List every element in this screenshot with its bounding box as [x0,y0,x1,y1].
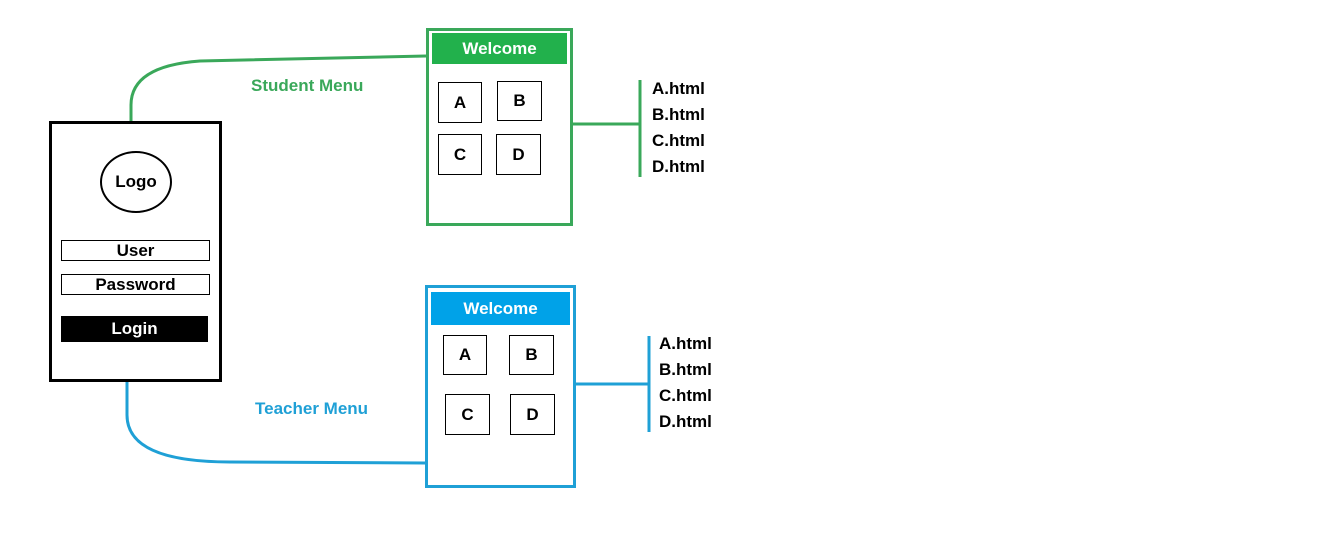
teacher-tile-b[interactable]: B [509,335,554,375]
student-page-c[interactable]: C.html [652,131,705,150]
student-tile-c[interactable]: C [438,134,482,175]
student-pages-connector [573,80,642,177]
teacher-page-b[interactable]: B.html [659,360,712,379]
student-welcome-header: Welcome [432,33,567,64]
teacher-tile-c[interactable]: C [445,394,490,435]
teacher-tile-d[interactable]: D [510,394,555,435]
password-field[interactable]: Password [61,274,210,295]
login-screen: Logo User Password Login [49,121,222,382]
logo: Logo [100,151,172,213]
teacher-welcome-header: Welcome [431,292,570,325]
student-menu-label: Student Menu [251,76,364,95]
teacher-menu-screen: Welcome A B C D [425,285,576,488]
teacher-tile-a[interactable]: A [443,335,487,375]
student-page-b[interactable]: B.html [652,105,705,124]
student-page-list: A.html B.html C.html D.html [652,76,705,180]
teacher-page-list: A.html B.html C.html D.html [659,331,712,435]
student-tile-d[interactable]: D [496,134,541,175]
teacher-page-a[interactable]: A.html [659,334,712,353]
teacher-page-d[interactable]: D.html [659,412,712,431]
teacher-connector [125,382,426,465]
student-page-a[interactable]: A.html [652,79,705,98]
teacher-menu-label: Teacher Menu [255,399,369,418]
student-tile-a[interactable]: A [438,82,482,123]
teacher-page-c[interactable]: C.html [659,386,712,405]
student-menu-screen: Welcome A B C D [426,28,573,226]
login-button[interactable]: Login [61,316,208,342]
user-field[interactable]: User [61,240,210,261]
student-tile-b[interactable]: B [497,81,542,121]
student-connector [129,54,427,121]
teacher-pages-connector [576,336,651,432]
student-page-d[interactable]: D.html [652,157,705,176]
